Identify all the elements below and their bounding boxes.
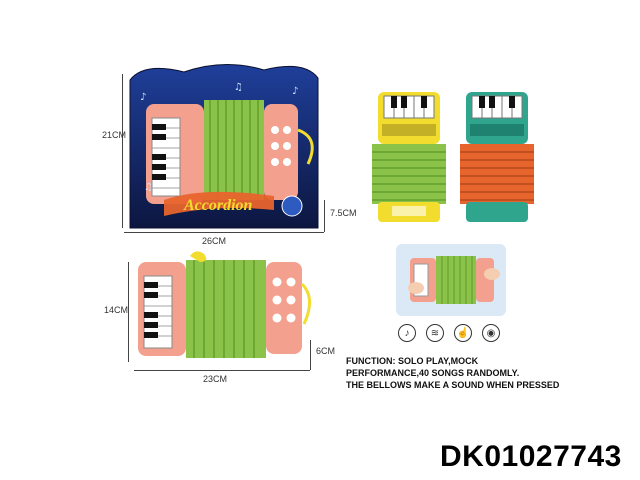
- pkg-depth-line: [324, 200, 325, 232]
- svg-text:♫: ♫: [234, 82, 243, 93]
- usage-photo: [396, 244, 506, 316]
- pkg-height-line: [122, 74, 123, 228]
- product-height-label: 14CM: [104, 305, 129, 315]
- pkg-height-label: 21CM: [102, 130, 127, 140]
- music-note-icon: ♪: [398, 324, 416, 342]
- pkg-width-label: 26CM: [202, 236, 227, 246]
- record-icon: ◉: [482, 324, 500, 342]
- pkg-width-line: [124, 232, 324, 233]
- accordion-yellow: [370, 88, 450, 224]
- accordion-teal: [458, 88, 538, 224]
- title-art: Accordion: [183, 197, 253, 214]
- item-code: DK01027743: [440, 440, 622, 473]
- pkg-depth-label: 7.5CM: [330, 208, 357, 218]
- product-depth-label: 6CM: [316, 346, 336, 356]
- product-width-label: 23CM: [203, 374, 228, 384]
- product-width-line: [134, 370, 310, 371]
- svg-text:♪: ♪: [292, 86, 298, 97]
- svg-text:♪: ♪: [140, 92, 146, 103]
- product-depth-line: [310, 340, 311, 370]
- accordion-pink: [134, 248, 314, 364]
- product-height-line: [128, 262, 129, 362]
- function-line-3: THE BELLOWS MAKE A SOUND WHEN PRESSED: [346, 380, 560, 390]
- svg-text:♫: ♫: [144, 182, 153, 193]
- function-line-1: FUNCTION: SOLO PLAY,MOCK: [346, 356, 479, 366]
- package-box: Accordion ♪ ♫ ♪ ♫: [124, 60, 324, 230]
- package-art: Accordion ♪ ♫ ♪ ♫: [129, 64, 319, 229]
- touch-icon: ☝: [454, 324, 472, 342]
- function-line-2: PERFORMANCE,40 SONGS RANDOMLY.: [346, 368, 520, 378]
- function-description: FUNCTION: SOLO PLAY,MOCK PERFORMANCE,40 …: [346, 355, 606, 391]
- sound-wave-icon: ≋: [426, 324, 444, 342]
